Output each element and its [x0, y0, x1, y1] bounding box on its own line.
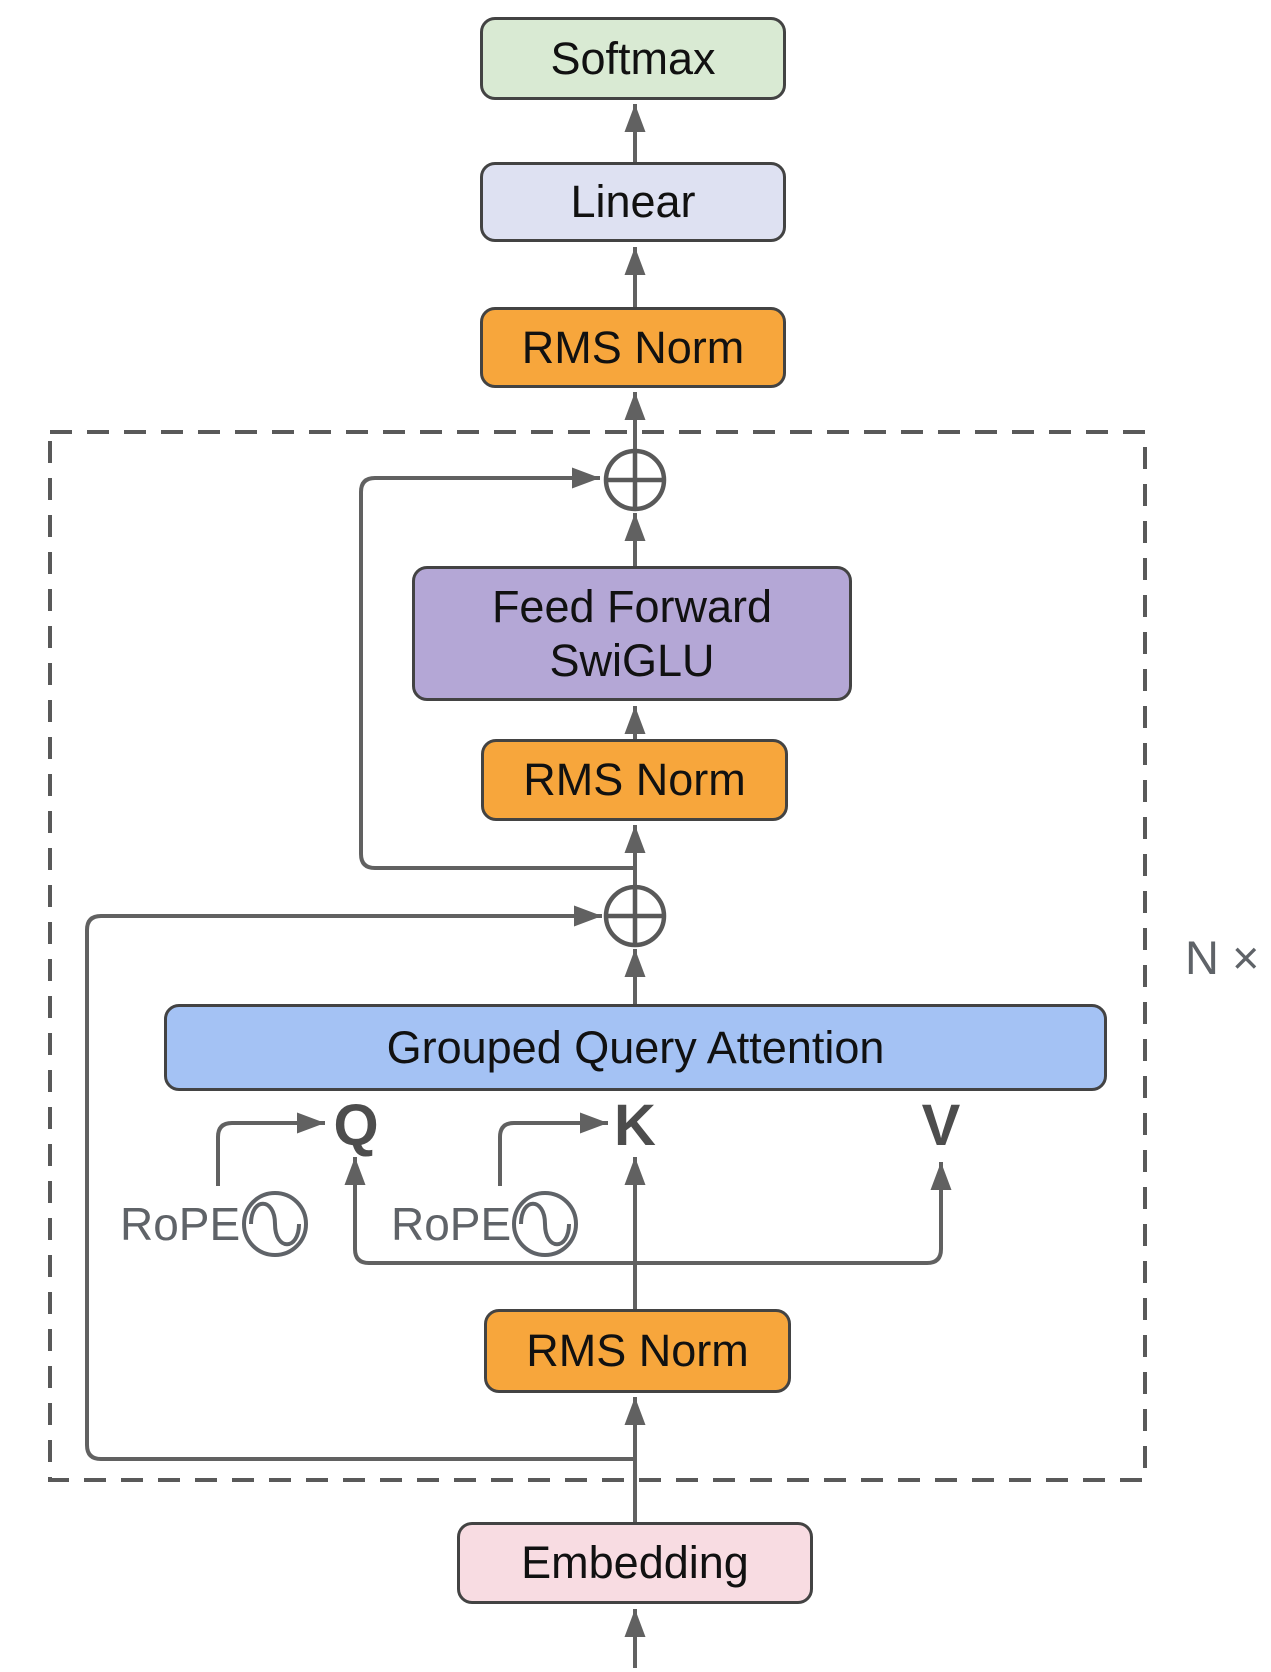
rope-q-sine-wave-icon [242, 1191, 308, 1257]
grouped-query-attention-label: Grouped Query Attention [386, 1021, 885, 1073]
rope-q-label: RoPE [120, 1198, 241, 1250]
attention-residual-skip-line [85, 905, 635, 1461]
rms-norm-bottom-label: RMS Norm [526, 1325, 749, 1376]
rope-to-q-arrow [216, 1112, 325, 1186]
ffn-residual-skip-line [359, 467, 635, 870]
rms-norm-mid-block: RMS Norm [481, 739, 788, 821]
rms-norm-top-block: RMS Norm [480, 307, 786, 388]
key-port-label: K [614, 1093, 656, 1158]
value-port-label: V [921, 1093, 961, 1158]
softmax-label: Softmax [550, 32, 716, 84]
add-junction-top circle-plus-icon [603, 448, 667, 512]
linear-label: Linear [570, 176, 696, 227]
softmax-block: Softmax [480, 17, 786, 100]
add-junction-bottom circle-plus-icon [603, 884, 667, 948]
linear-block: Linear [480, 162, 786, 242]
flow-lines [85, 104, 952, 1668]
embedding-block: Embedding [457, 1522, 813, 1604]
rope-to-k-arrow [498, 1112, 608, 1186]
rope-k-sine-wave-icon [512, 1191, 578, 1257]
rope-k-label: RoPE [391, 1198, 512, 1250]
feed-forward-label-line2: SwiGLU [549, 634, 715, 686]
rms-norm-mid-label: RMS Norm [523, 754, 746, 805]
rms-norm-bottom-block: RMS Norm [484, 1309, 791, 1393]
embedding-label: Embedding [521, 1537, 749, 1588]
qv-distribution-line [344, 1157, 952, 1265]
repeat-count-label: N × [1185, 931, 1260, 984]
grouped-query-attention-block: Grouped Query Attention [164, 1004, 1107, 1091]
rms-norm-top-label: RMS Norm [521, 321, 745, 373]
feed-forward-label-line1: Feed Forward [491, 580, 773, 632]
query-port-label: Q [333, 1093, 379, 1158]
feed-forward-swiglu-block: Feed Forward SwiGLU [412, 566, 852, 701]
